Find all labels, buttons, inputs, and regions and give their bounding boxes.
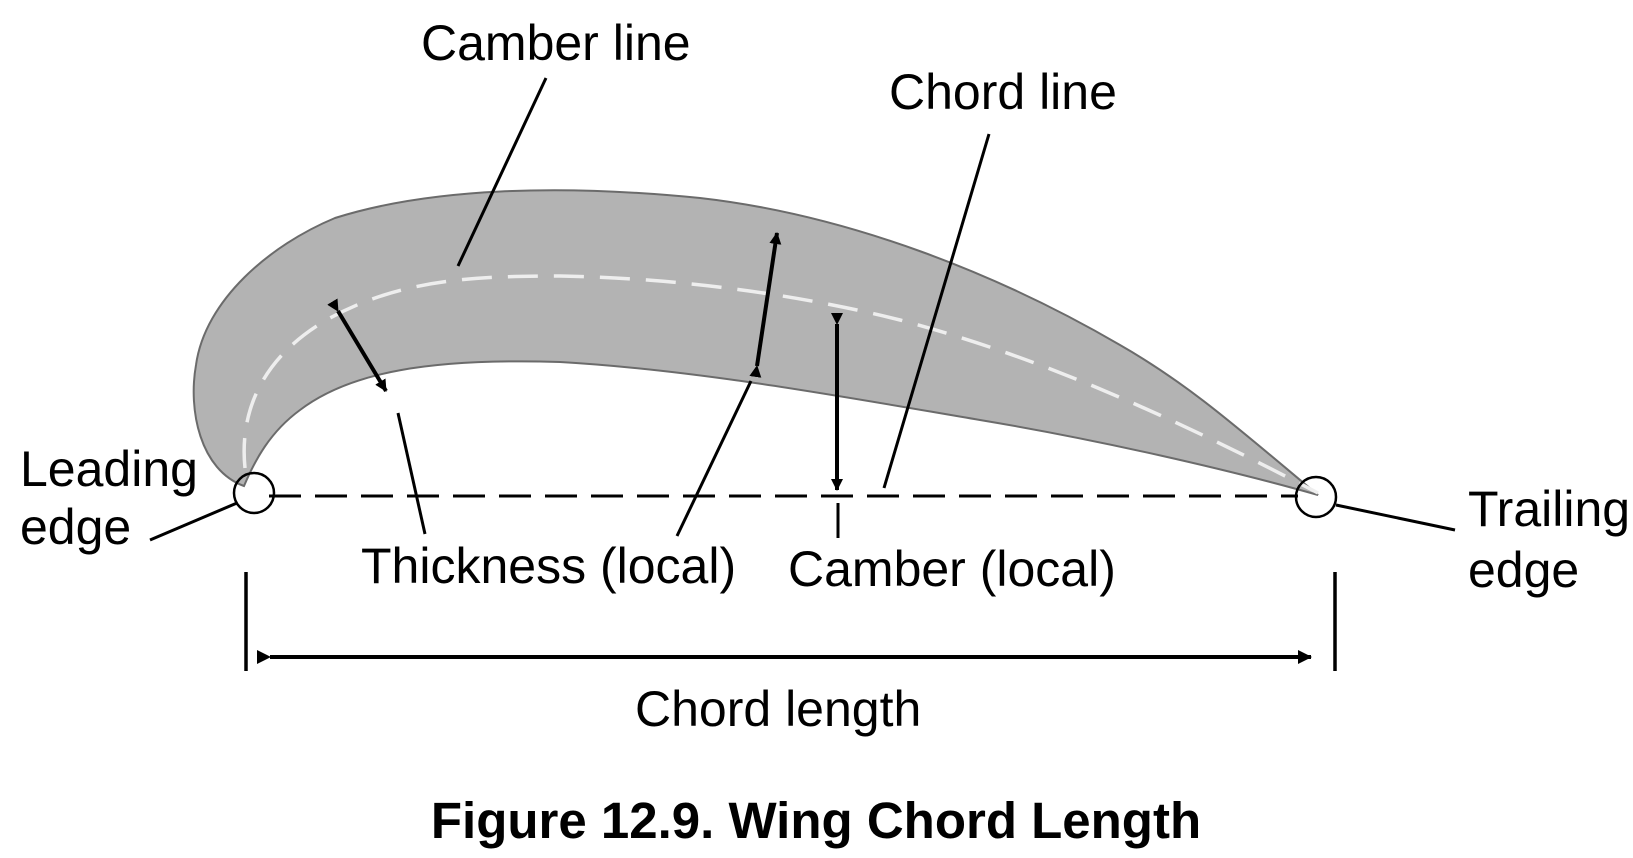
leading-edge-label-line2: edge (20, 499, 131, 555)
chord-length-label: Chord length (635, 681, 921, 737)
chord-line-leader (882, 133, 991, 489)
camber-line-label: Camber line (421, 15, 691, 71)
camber-line-leader (456, 77, 548, 267)
trailing-edge-leader (1335, 503, 1456, 532)
thickness-leader-1 (396, 412, 427, 535)
thickness-arrow-rear (749, 232, 782, 378)
trailing-edge-marker (1294, 475, 1338, 519)
thickness-arrow-front (327, 298, 388, 393)
thickness-leader-2 (675, 380, 753, 537)
leading-edge-marker (232, 471, 276, 515)
thickness-local-label: Thickness (local) (361, 538, 736, 594)
leading-edge-label-line1: Leading (20, 441, 198, 497)
trailing-edge-label-line2: edge (1468, 542, 1579, 598)
chord-line-label: Chord line (889, 64, 1117, 120)
trailing-edge-label-line1: Trailing (1468, 481, 1630, 537)
camber-local-label: Camber (local) (788, 541, 1116, 597)
airfoil-shape (192, 189, 1319, 496)
figure-caption: Figure 12.9. Wing Chord Length (431, 792, 1201, 849)
camber-line (242, 274, 1319, 495)
leading-edge-leader (149, 501, 238, 542)
